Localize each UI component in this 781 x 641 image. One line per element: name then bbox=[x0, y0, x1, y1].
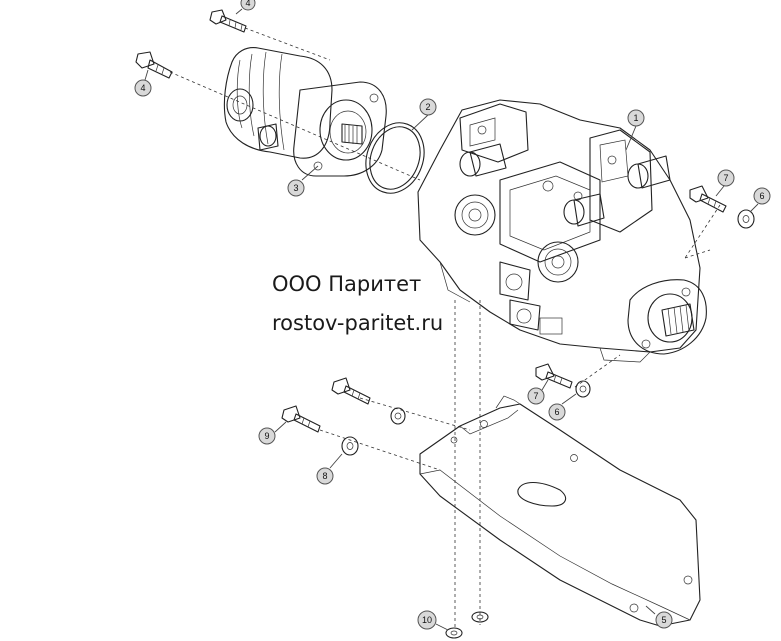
callout-marker-7-right bbox=[717, 169, 735, 187]
washer-part-6-lower bbox=[575, 380, 591, 398]
gear-pump-part-3 bbox=[223, 47, 387, 177]
mounting-bracket-part-5 bbox=[419, 395, 701, 627]
callout-marker-9 bbox=[258, 427, 276, 445]
washer-part-8 bbox=[341, 436, 359, 456]
washers-part-10 bbox=[445, 611, 489, 639]
washer-mid-left bbox=[390, 407, 406, 425]
callout-label: 1 bbox=[633, 113, 638, 123]
callout-marker-6-lower bbox=[548, 403, 566, 421]
washer-part-6-right bbox=[737, 209, 755, 229]
callout-label: 6 bbox=[759, 191, 764, 201]
callout-label: 2 bbox=[425, 102, 430, 112]
callout-marker-8 bbox=[316, 467, 334, 485]
o-ring-part-2 bbox=[365, 122, 425, 194]
callout-label: 3 bbox=[293, 183, 298, 193]
bolt-part-4-upper bbox=[209, 9, 247, 33]
callout-label: 4 bbox=[140, 83, 145, 93]
callout-label: 9 bbox=[264, 431, 269, 441]
callout-marker-6-right bbox=[753, 187, 771, 205]
callout-marker-4-upper bbox=[240, 0, 256, 11]
callout-label: 8 bbox=[322, 471, 327, 481]
hydraulic-pump-part-1 bbox=[417, 99, 707, 363]
callout-label: 7 bbox=[723, 173, 728, 183]
callout-label: 4 bbox=[245, 0, 250, 8]
callout-label: 5 bbox=[661, 615, 666, 625]
callout-label: 10 bbox=[422, 615, 432, 625]
bolt-part-4-left bbox=[135, 51, 173, 79]
bolt-part-9 bbox=[281, 405, 321, 433]
bolt-part-7-lower bbox=[535, 363, 573, 389]
callout-marker-4-left bbox=[134, 79, 152, 97]
callouts: 1 2 3 4 4 5 6 6 7 7 bbox=[134, 0, 771, 631]
callout-label: 7 bbox=[533, 391, 538, 401]
callout-marker-3 bbox=[287, 179, 305, 197]
watermark-site: rostov-paritet.ru bbox=[272, 311, 444, 335]
watermark-company: ООО Паритет bbox=[272, 272, 422, 296]
callout-marker-1 bbox=[627, 109, 645, 127]
callout-marker-10 bbox=[417, 610, 437, 630]
callout-marker-5 bbox=[655, 611, 673, 629]
bolt-part-7-right bbox=[689, 185, 727, 213]
callout-marker-7-lower bbox=[527, 387, 545, 405]
callout-marker-2 bbox=[419, 98, 437, 116]
bolt-mid-left bbox=[331, 377, 371, 405]
callout-label: 6 bbox=[554, 407, 559, 417]
